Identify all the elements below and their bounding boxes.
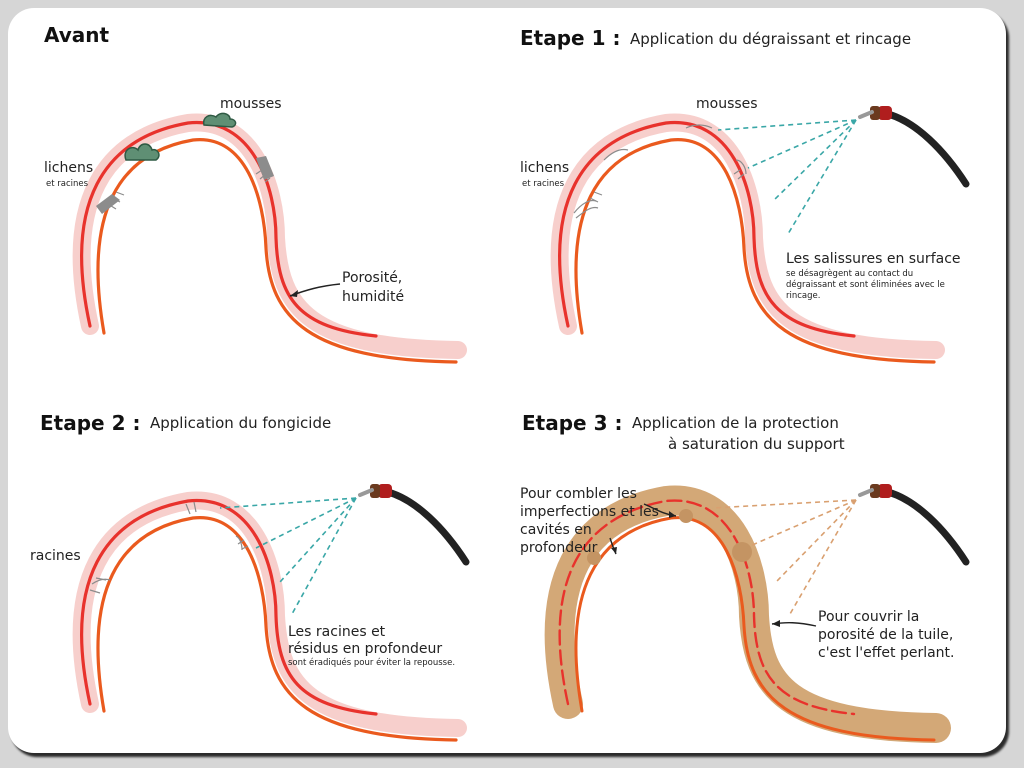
label-lichens: lichens [44, 160, 94, 176]
panel-title-etape1: Etape 1 : [520, 26, 621, 50]
tile-etape3 [544, 484, 966, 743]
note-line-2: résidus en profondeur [288, 641, 443, 657]
tile-avant [82, 112, 458, 362]
note-right-2: porosité de la tuile, [818, 627, 954, 643]
spray-lines [219, 497, 357, 615]
note-title-etape1: Les salissures en surface [786, 251, 961, 267]
label-porosite-1: Porosité, [342, 270, 403, 286]
panel-title-avant: Avant [44, 23, 110, 47]
label-racines: racines [30, 548, 81, 564]
lichen-icon [96, 156, 274, 214]
moss-icon [124, 112, 237, 161]
note-line-3: rincage. [786, 291, 821, 301]
label-porosite-2: humidité [342, 289, 405, 305]
root-icon [107, 169, 271, 210]
spray-lines [717, 119, 857, 235]
label-racines: et racines [522, 179, 565, 189]
note-left-2: imperfections et les [520, 504, 659, 520]
note-left-1: Pour combler les [520, 486, 637, 502]
arrow-heads [611, 511, 780, 627]
sprayer-nozzle-icon [360, 484, 466, 562]
arrow-icon [289, 283, 341, 297]
panel-subtitle-etape3-1: Application de la protection [632, 414, 839, 432]
note-left-3: cavités en [520, 522, 592, 538]
panel-title-etape3: Etape 3 : [522, 411, 623, 435]
note-left-4: profondeur [520, 540, 598, 556]
diagram-drawing [8, 8, 1006, 753]
label-lichens: lichens [520, 160, 570, 176]
panel-subtitle-etape1: Application du dégraissant et rincage [630, 30, 912, 48]
note-line-2: dégraissant et sont éliminées avec le [786, 280, 945, 290]
tile-etape2 [82, 484, 466, 740]
label-mousses: mousses [220, 96, 282, 112]
root-icon [589, 169, 745, 203]
panel-subtitle-etape2: Application du fongicide [150, 414, 332, 432]
note-line-1: Les racines et [288, 624, 386, 640]
tile-etape1 [560, 106, 966, 362]
diagram-card: Avant mousses lichens et racines Porosit… [8, 8, 1006, 753]
panel-subtitle-etape3-2: à saturation du support [668, 435, 845, 453]
label-mousses: mousses [696, 96, 758, 112]
sprayer-nozzle-icon [860, 484, 966, 562]
root-icon [89, 501, 249, 594]
note-line-3: sont éradiqués pour éviter la repousse. [288, 658, 456, 668]
cavity-marks [587, 509, 752, 565]
note-line-1: se désagrègent au contact du [786, 269, 914, 279]
note-right-3: c'est l'effet perlant. [818, 645, 955, 661]
note-right-1: Pour couvrir la [818, 609, 920, 625]
spray-lines [711, 499, 857, 615]
label-racines: et racines [46, 179, 89, 189]
panel-title-etape2: Etape 2 : [40, 411, 141, 435]
sprayer-nozzle-icon [860, 106, 966, 184]
